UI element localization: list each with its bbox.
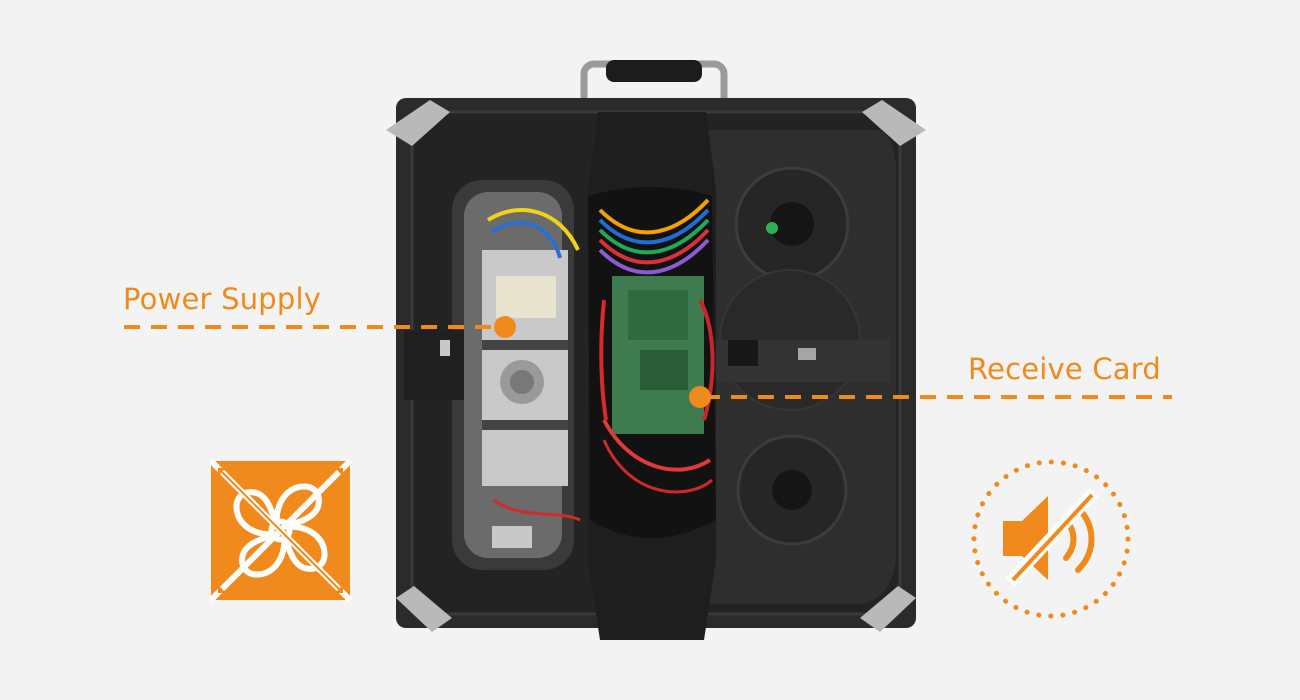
power-supply-label: Power Supply (123, 282, 322, 316)
power-supply-callout (124, 316, 516, 338)
receive-card-marker (689, 386, 711, 408)
receive-card-callout (689, 386, 1172, 408)
silent-speaker-icon (971, 459, 1131, 619)
receive-card-label: Receive Card (968, 352, 1161, 386)
led-cabinet-rear-view (386, 60, 926, 640)
no-fan-icon (208, 458, 353, 603)
power-supply-marker (494, 316, 516, 338)
